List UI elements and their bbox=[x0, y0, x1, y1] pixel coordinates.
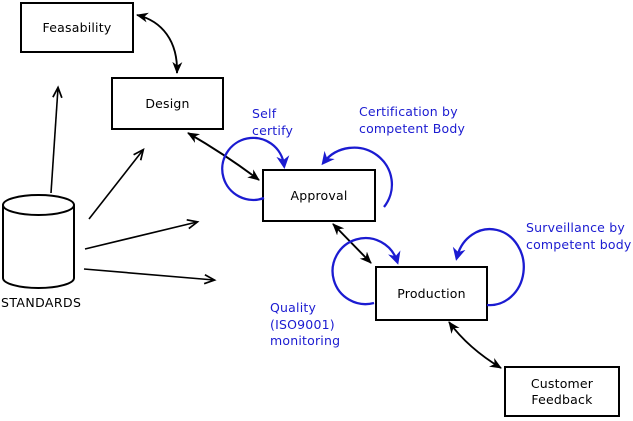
annotation-surveillance: Surveillance by competent body bbox=[526, 220, 631, 253]
node-production: Production bbox=[375, 266, 488, 321]
node-approval-label: Approval bbox=[290, 187, 348, 203]
node-design-label: Design bbox=[145, 95, 190, 111]
annotation-certification: Certification by competent Body bbox=[359, 104, 465, 137]
node-design: Design bbox=[111, 77, 224, 130]
node-feasability: Feasability bbox=[20, 2, 134, 53]
node-customer-feedback-label-line2: Feedback bbox=[531, 391, 593, 407]
node-approval: Approval bbox=[262, 169, 376, 222]
arrow-design-approval bbox=[187, 132, 260, 181]
annotation-certification-line2: competent Body bbox=[359, 120, 466, 136]
standards-label: STANDARDS bbox=[1, 295, 82, 310]
arrow-feasability-design bbox=[136, 12, 183, 74]
node-customer-feedback-label-line1: Customer bbox=[530, 375, 594, 391]
node-production-label: Production bbox=[397, 285, 466, 301]
annotation-self-certify: Self certify bbox=[252, 106, 293, 139]
annotation-surveillance-line2: competent body bbox=[526, 236, 632, 252]
node-customer-feedback: Customer Feedback bbox=[504, 366, 620, 417]
node-feasability-label: Feasability bbox=[42, 19, 112, 35]
annotation-quality-line2: (ISO9001) bbox=[270, 316, 335, 332]
annotation-quality-line1: Quality bbox=[270, 300, 317, 315]
annotation-self-certify-line2: certify bbox=[252, 122, 294, 138]
arrow-production-customer-feedback bbox=[448, 321, 502, 369]
annotation-quality-line3: monitoring bbox=[270, 333, 341, 348]
annotation-self-certify-line1: Self bbox=[252, 106, 277, 121]
database-cylinder-icon bbox=[1, 194, 75, 289]
arrow-standards-to-design bbox=[88, 150, 143, 220]
arrow-standards-to-approval bbox=[84, 222, 197, 250]
arrow-standards-to-feasability bbox=[50, 88, 58, 194]
annotation-quality-monitoring: Quality (ISO9001) monitoring bbox=[270, 300, 340, 350]
arrow-approval-production bbox=[332, 223, 372, 264]
annotation-surveillance-line1: Surveillance by bbox=[526, 220, 625, 235]
arrow-standards-to-production bbox=[83, 268, 214, 280]
annotation-certification-line1: Certification by bbox=[359, 104, 458, 119]
